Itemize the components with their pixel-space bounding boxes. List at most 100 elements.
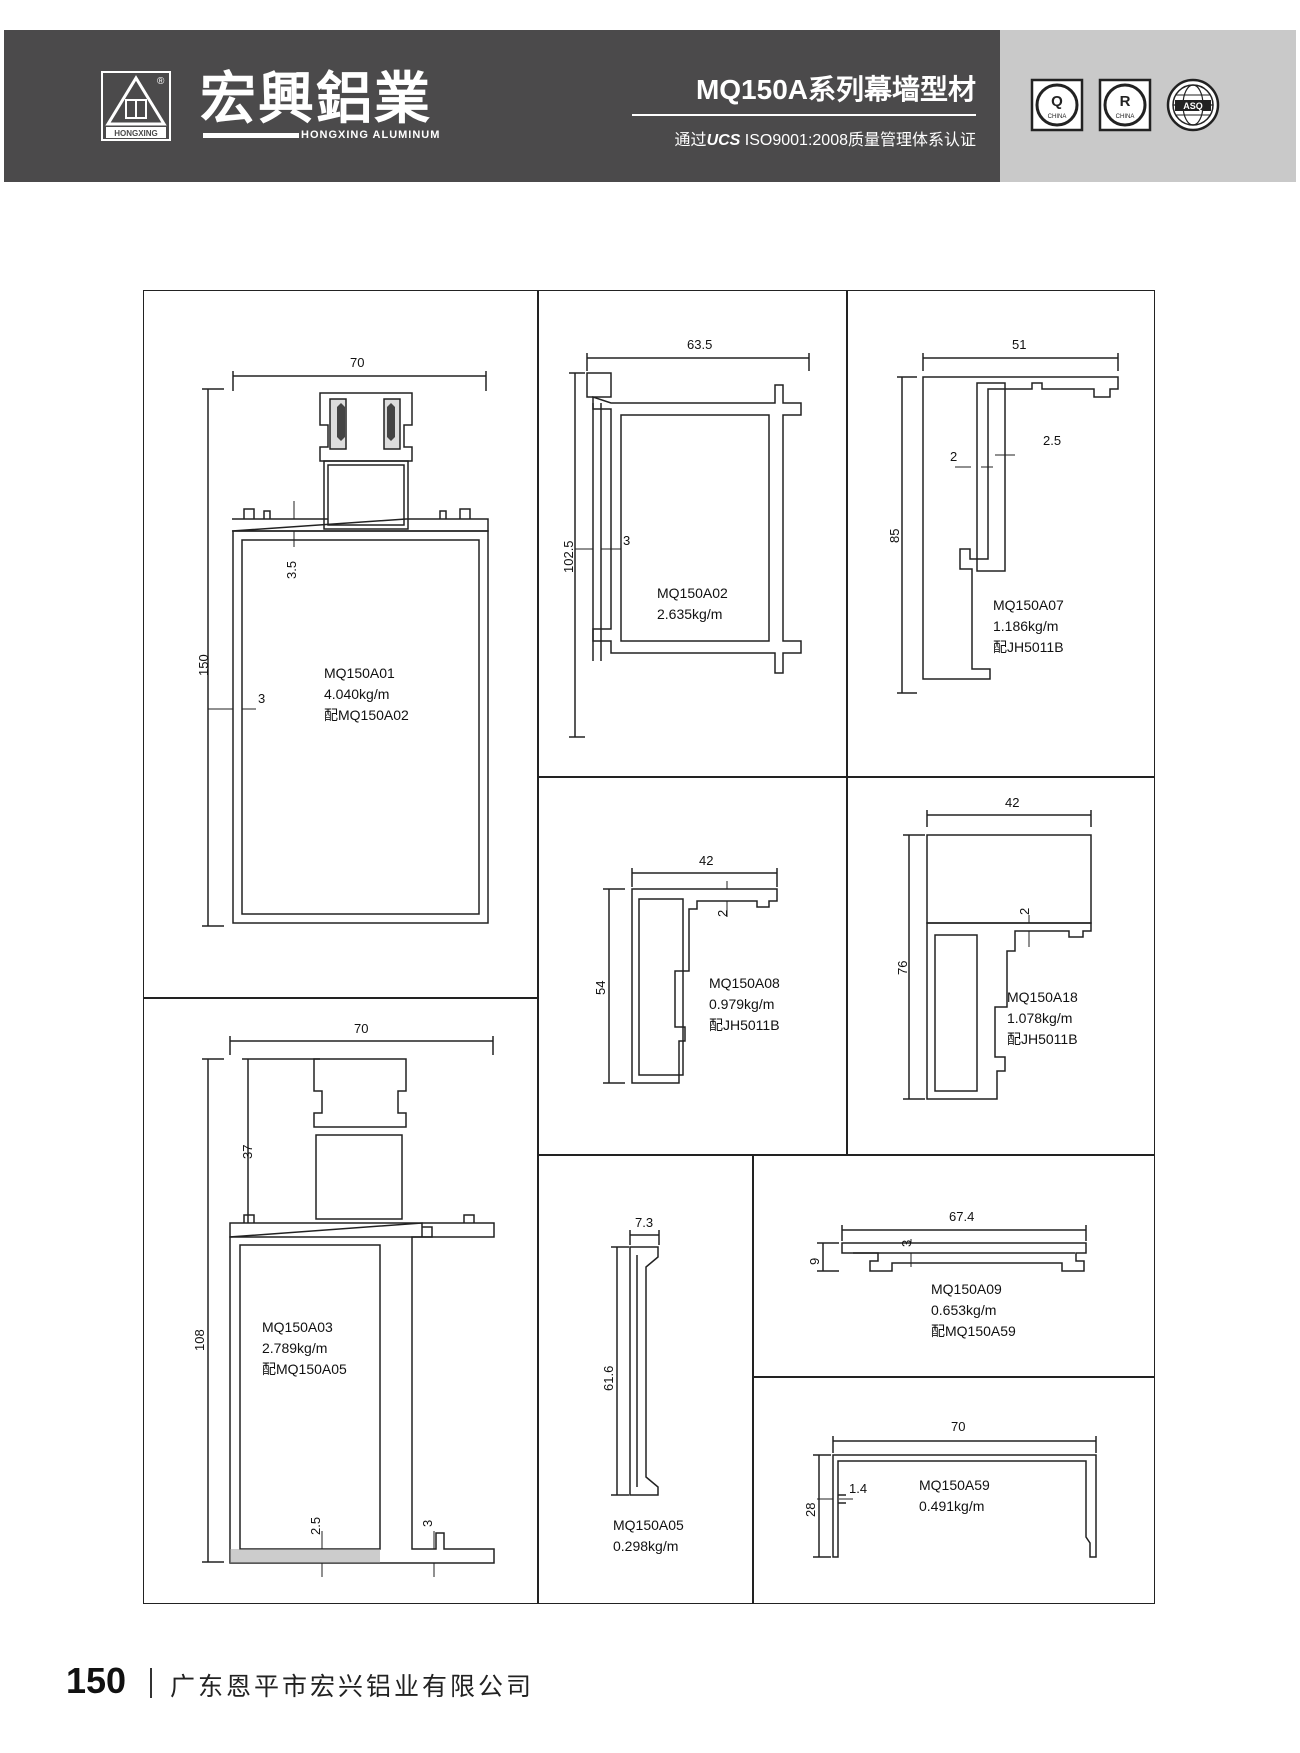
profile-a18-drawing: [903, 810, 1092, 1100]
dim-a03-wall-a: 2.5: [308, 1516, 323, 1535]
profile-panel-a09: 67.4 9 3 MQ150A09 0.653kg/m 配MQ150A59: [753, 1155, 1154, 1376]
profile-a18-label: MQ150A18 1.078kg/m 配JH5011B: [1007, 987, 1078, 1050]
cert-suffix: ISO9001:2008质量管理体系认证: [740, 132, 976, 149]
profile-weight: 1.078kg/m: [1007, 1010, 1073, 1026]
dim-a09-width: 67.4: [949, 1209, 975, 1224]
dim-a07-wall-a: 2: [950, 449, 958, 464]
profile-a08-drawing: [603, 868, 778, 1084]
dim-a02-height: 102.5: [561, 540, 576, 573]
profile-code: MQ150A01: [324, 665, 395, 681]
dim-a18-width: 42: [1005, 795, 1020, 810]
profile-weight: 0.653kg/m: [931, 1302, 997, 1318]
profile-weight: 0.491kg/m: [919, 1498, 985, 1514]
dim-a08-width: 42: [699, 853, 714, 868]
profile-panel-a02: 63.5 102.5 3 MQ150A02 2.635kg/m: [537, 291, 846, 776]
dim-a02-width: 63.5: [687, 337, 713, 352]
dim-a01-wall-side: 3: [258, 691, 266, 706]
profile-panel-a07: 51 85 2 2.5 MQ150A07 1.186kg/m 配JH5011B: [847, 291, 1154, 776]
profile-a05-label: MQ150A05 0.298kg/m: [613, 1515, 684, 1557]
profile-weight: 4.040kg/m: [324, 686, 390, 702]
profile-a59-label: MQ150A59 0.491kg/m: [919, 1475, 990, 1517]
svg-text:Q: Q: [1051, 93, 1063, 110]
profile-match: 配JH5011B: [993, 639, 1064, 655]
profile-panel-a08: 42 54 2 MQ150A08 0.979kg/m 配JH5011B: [537, 777, 846, 1154]
dim-a01-wall-top: 3.5: [284, 560, 299, 579]
grid-divider: [537, 291, 539, 1603]
profile-code: MQ150A07: [993, 597, 1064, 613]
brand-name-en: HONGXING ALUMINUM: [301, 129, 441, 141]
profile-a09-drawing: [817, 1225, 1087, 1272]
svg-text:CHINA: CHINA: [1116, 114, 1135, 120]
dim-a59-height: 28: [803, 1502, 818, 1517]
grid-divider: [752, 1154, 754, 1603]
grid-divider: [144, 997, 537, 999]
profile-a07-drawing: [897, 353, 1119, 694]
profile-match: 配MQ150A02: [324, 707, 409, 723]
dim-a09-height: 9: [807, 1257, 822, 1265]
profile-code: MQ150A09: [931, 1281, 1002, 1297]
dim-a03-top: 37: [240, 1144, 255, 1159]
profile-a02-label: MQ150A02 2.635kg/m: [657, 583, 728, 625]
grid-divider: [752, 1376, 1154, 1378]
dim-a07-height: 85: [887, 528, 902, 543]
profile-code: MQ150A03: [262, 1319, 333, 1335]
profile-match: 配MQ150A59: [931, 1323, 1016, 1339]
brand-underline: [203, 133, 299, 138]
profile-panel-a18: 42 76 2 MQ150A18 1.078kg/m 配JH5011B: [847, 777, 1154, 1154]
svg-text:CHINA: CHINA: [1048, 114, 1067, 120]
profile-weight: 1.186kg/m: [993, 618, 1059, 634]
profile-a05-drawing: [611, 1230, 660, 1496]
profile-panel-a03: 70 108 37 2.5 3 MQ150A03 2.789kg/m 配MQ15…: [144, 999, 537, 1603]
svg-text:R: R: [1120, 93, 1131, 110]
dim-a09-wall: 3: [899, 1239, 914, 1247]
q-china-badge-icon: Q CHINA: [1030, 78, 1084, 132]
profile-match: 配MQ150A05: [262, 1361, 347, 1377]
page-header: HONGXING ® 宏興鋁業 HONGXING ALUMINUM MQ150A…: [4, 30, 1296, 182]
profile-weight: 0.979kg/m: [709, 996, 775, 1012]
grid-divider: [537, 776, 1154, 778]
dim-a18-height: 76: [895, 960, 910, 975]
footer-divider: [150, 1668, 152, 1698]
dim-a05-width: 7.3: [635, 1215, 654, 1230]
profile-a02-drawing: [569, 353, 810, 738]
dim-a08-height: 54: [593, 980, 608, 995]
dim-a02-wall: 3: [623, 533, 631, 548]
brand-name-cn: 宏興鋁業: [200, 67, 432, 132]
profile-match: 配JH5011B: [1007, 1031, 1078, 1047]
dim-a01-width: 70: [350, 355, 365, 370]
grid-divider: [537, 1154, 1154, 1156]
dim-a07-width: 51: [1012, 337, 1027, 352]
cert-prefix: 通过: [674, 132, 707, 149]
dim-a07-wall-b: 2.5: [1043, 433, 1062, 448]
profile-a59-drawing: [813, 1436, 1097, 1558]
dim-a01-height: 150: [196, 654, 211, 676]
profile-a09-label: MQ150A09 0.653kg/m 配MQ150A59: [931, 1279, 1016, 1342]
profile-code: MQ150A08: [709, 975, 780, 991]
dim-a05-height: 61.6: [601, 1365, 616, 1391]
profile-code: MQ150A18: [1007, 989, 1078, 1005]
profile-panel-a59: 70 28 1.4 MQ150A59 0.491kg/m: [753, 1377, 1154, 1603]
profile-match: 配JH5011B: [709, 1017, 780, 1033]
registered-mark: ®: [157, 76, 165, 87]
profile-a01-drawing: [202, 371, 489, 927]
profile-panel-a01: 70 150 3.5 3 MQ150A01 4.040kg/m 配MQ150A0…: [144, 291, 537, 997]
title-rule: [632, 114, 976, 116]
dim-a08-wall: 2: [715, 909, 730, 917]
profile-code: MQ150A02: [657, 585, 728, 601]
dim-a59-wall: 1.4: [849, 1481, 868, 1496]
profile-a07-label: MQ150A07 1.186kg/m 配JH5011B: [993, 595, 1064, 658]
certification-line: 通过UCS ISO9001:2008质量管理体系认证: [624, 126, 976, 150]
profile-code: MQ150A05: [613, 1517, 684, 1533]
svg-text:ASQ: ASQ: [1183, 101, 1203, 111]
r-china-badge-icon: R CHINA: [1098, 78, 1152, 132]
ucs-mark: UCS: [706, 132, 741, 149]
profile-code: MQ150A59: [919, 1477, 990, 1493]
profile-a01-label: MQ150A01 4.040kg/m 配MQ150A02: [324, 663, 409, 726]
profile-drawing-grid: 70 150 3.5 3 MQ150A01 4.040kg/m 配MQ150A0…: [143, 290, 1155, 1604]
series-title: MQ150A系列幕墙型材: [695, 74, 976, 105]
profile-weight: 2.635kg/m: [657, 606, 723, 622]
profile-panel-a05: 7.3 61.6 MQ150A05 0.298kg/m: [537, 1155, 752, 1603]
dim-a59-width: 70: [951, 1419, 966, 1434]
dim-a03-height: 108: [192, 1329, 207, 1351]
svg-text:HONGXING: HONGXING: [114, 129, 158, 138]
